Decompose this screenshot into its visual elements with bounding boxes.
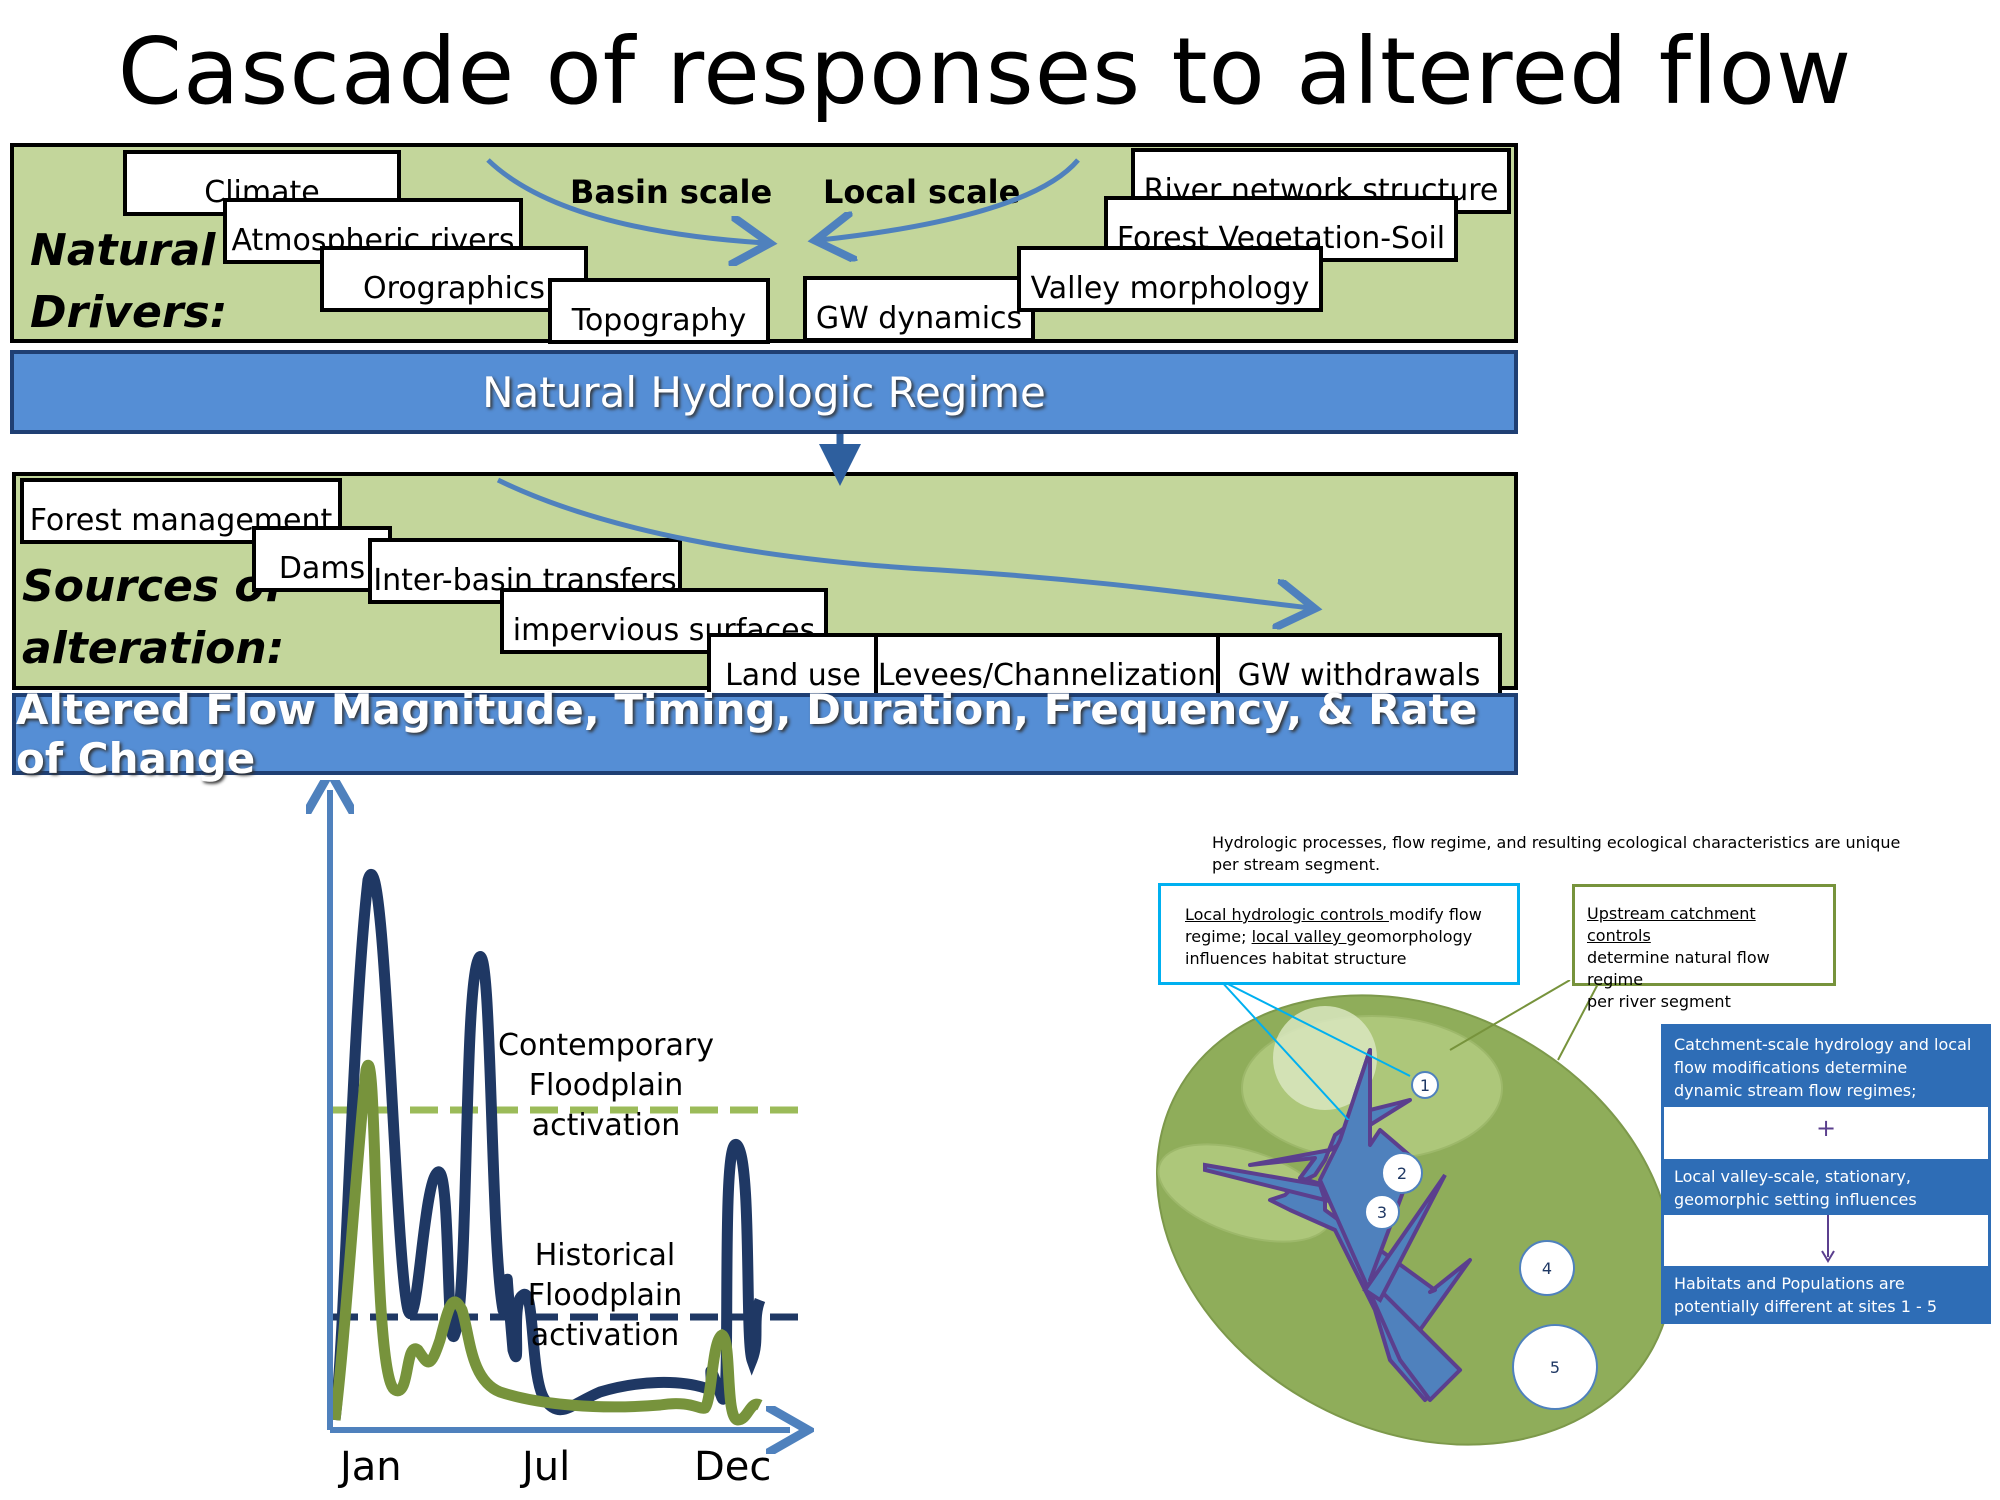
- gw-withdrawals-text: GW withdrawals: [1237, 658, 1481, 693]
- land-use-text: Land use: [725, 658, 861, 693]
- altered-flow-band: Altered Flow Magnitude, Timing, Duration…: [12, 685, 1518, 783]
- local-note-t4: influences habitat structure: [1185, 949, 1407, 968]
- upstream-controls-note: Upstream catchment controls determine na…: [1572, 884, 1836, 1011]
- sources-label-line2: alteration:: [22, 623, 285, 674]
- site-1-halo: [1273, 1006, 1377, 1110]
- local-note-t1: modify flow: [1388, 905, 1482, 924]
- valley-morphology-text: Valley morphology: [1030, 271, 1310, 306]
- natural-hydrologic-regime-text: Natural Hydrologic Regime: [482, 367, 1046, 417]
- process-plus: +: [1816, 1114, 1837, 1142]
- contemporary-l1: Contemporary: [498, 1028, 714, 1063]
- historical-l1: Historical: [534, 1238, 676, 1273]
- basin-scale-label: Basin scale: [570, 173, 773, 211]
- dams-text: Dams: [278, 551, 366, 586]
- site-2-label: 2: [1397, 1164, 1407, 1183]
- gw-dynamics-box: GW dynamics: [803, 276, 1035, 342]
- sources-label-line1: Sources of: [22, 561, 284, 612]
- alteration-arrow: [496, 477, 1310, 608]
- site-3-marker: [1364, 1194, 1400, 1230]
- levees-channelization-box: Levees/Channelization: [874, 633, 1220, 699]
- map-intro-l1: Hydrologic processes, flow regime, and r…: [1212, 833, 1901, 852]
- historical-floodplain-label: Historical Floodplain activation: [520, 1236, 690, 1356]
- contemporary-l2: Floodplain: [528, 1068, 684, 1103]
- process-down-arrow: [1821, 1215, 1835, 1263]
- page-title: Cascade of responses to altered flow: [117, 18, 1853, 125]
- gw-dynamics-text: GW dynamics: [815, 301, 1023, 336]
- contemporary-floodplain-label: Contemporary Floodplain activation: [496, 1026, 716, 1146]
- natural-drivers-label: Natural Drivers:: [30, 220, 227, 344]
- site-3-label: 3: [1377, 1203, 1387, 1222]
- natural-drivers-label-line1: Natural: [30, 225, 216, 276]
- contemporary-l3: activation: [531, 1108, 681, 1143]
- river-tributary-left: [1203, 1162, 1329, 1203]
- local-scale-label: Local scale: [823, 173, 1021, 211]
- local-note-u1: Local hydrologic controls: [1185, 905, 1389, 924]
- river-network-map: 1 2 3 4 5: [1156, 994, 1674, 1446]
- topography-box: Topography: [548, 278, 770, 344]
- tick-jul: Jul: [522, 1444, 571, 1490]
- river-tributary-right: [1362, 1173, 1447, 1303]
- tick-jan: Jan: [340, 1444, 402, 1490]
- local-note-t3: geomorphology: [1346, 927, 1473, 946]
- natural-drivers-label-line2: Drivers:: [30, 287, 228, 338]
- local-note-u2: local valley: [1251, 927, 1347, 946]
- site-5-label: 5: [1550, 1358, 1560, 1377]
- valley-morphology-box: Valley morphology: [1017, 246, 1323, 312]
- local-pointer-2: [1219, 980, 1350, 1120]
- map-intro-l2: per stream segment.: [1212, 855, 1381, 874]
- local-controls-note: Local hydrologic controls modify flow re…: [1158, 883, 1520, 985]
- map-intro-text: Hydrologic processes, flow regime, and r…: [1212, 832, 1992, 876]
- basin-scale-arrow: [486, 158, 765, 243]
- process-step-1: Catchment-scale hydrology and local flow…: [1664, 1027, 1988, 1107]
- natural-hydrologic-regime-band: Natural Hydrologic Regime: [10, 350, 1518, 434]
- impervious-surfaces-box: impervious surfaces: [500, 588, 828, 654]
- tick-dec: Dec: [694, 1444, 772, 1490]
- site-1-label: 1: [1420, 1076, 1430, 1095]
- upstream-note-t1: determine natural flow regime: [1587, 948, 1770, 989]
- local-note-t2: regime;: [1185, 927, 1252, 946]
- site-5-marker: [1512, 1324, 1598, 1410]
- upstream-note-t2: per river segment: [1587, 992, 1731, 1011]
- dams-box: Dams: [252, 526, 392, 592]
- contemporary-flow-line: [329, 1060, 763, 1426]
- upstream-pointer-2: [1557, 980, 1601, 1061]
- process-step-2: Local valley-scale, stationary, geomorph…: [1664, 1159, 1988, 1232]
- site-4-marker: [1519, 1240, 1575, 1296]
- site-4-label: 4: [1542, 1259, 1552, 1278]
- top-arrows: [486, 158, 2000, 800]
- site-2-marker: [1381, 1152, 1423, 1194]
- site-1-marker: [1411, 1071, 1439, 1099]
- map-pointer-lines: [1219, 980, 1601, 1120]
- historical-l3: activation: [530, 1318, 680, 1353]
- altered-flow-text: Altered Flow Magnitude, Timing, Duration…: [16, 685, 1478, 783]
- sources-of-alteration-label: Sources of alteration:: [22, 556, 284, 680]
- orographics-text: Orographics: [363, 271, 545, 306]
- local-scale-arrow: [820, 158, 1080, 240]
- historical-l2: Floodplain: [527, 1278, 683, 1313]
- process-step-3: Habitats and Populations are potentially…: [1664, 1266, 1988, 1322]
- upstream-note-u: Upstream catchment controls: [1587, 904, 1756, 945]
- orographics-box: Orographics: [320, 246, 588, 312]
- land-use-box: Land use: [707, 633, 879, 699]
- topography-text: Topography: [571, 303, 747, 338]
- upstream-pointer-1: [1449, 980, 1571, 1051]
- levees-channelization-text: Levees/Channelization: [877, 658, 1217, 693]
- hydrograph-chart: [0, 780, 820, 1500]
- local-pointer-1: [1219, 980, 1411, 1077]
